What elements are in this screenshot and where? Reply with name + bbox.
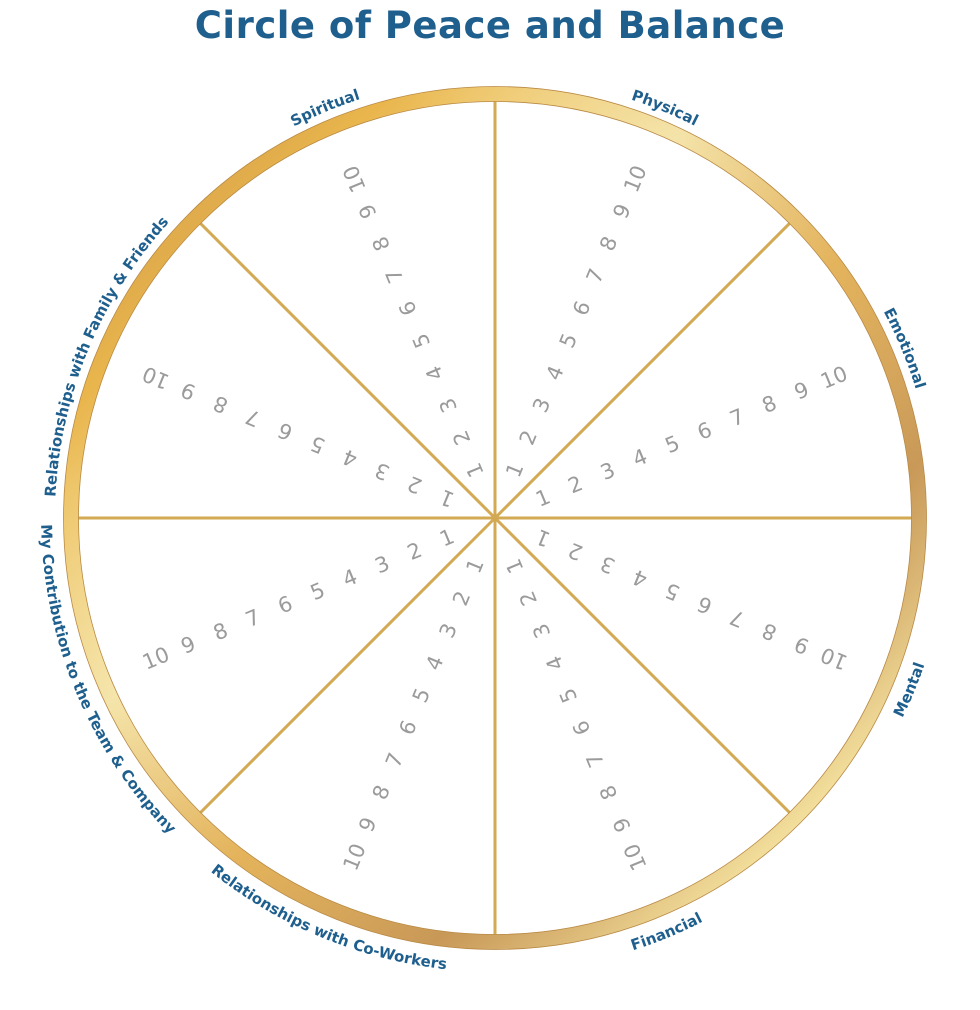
scale-number: 7: [242, 404, 264, 431]
scale-number: 8: [368, 782, 395, 804]
wheel-spokes: [78, 101, 912, 935]
spoke-line: [493, 222, 791, 520]
scale-number: 7: [582, 749, 609, 771]
scale-number: 5: [662, 578, 684, 605]
scale-number: 1: [532, 524, 554, 551]
scale-number: 9: [608, 201, 635, 223]
scale-number: 5: [555, 330, 582, 352]
ring-outline: [63, 86, 927, 950]
scale-number: 6: [694, 417, 716, 444]
scale-number: 5: [662, 431, 684, 458]
scale-number: 2: [515, 427, 542, 449]
scale-number: 3: [597, 551, 619, 578]
scale-number: 6: [394, 717, 421, 739]
scale-number: 9: [354, 201, 381, 223]
scale-number: 7: [582, 265, 609, 287]
scale-number: 10: [139, 361, 173, 393]
scale-number: 7: [242, 605, 264, 632]
scale-number: 1: [461, 555, 488, 577]
scale-number: 9: [178, 377, 200, 404]
scale-number: 8: [595, 782, 622, 804]
scale-number: 4: [629, 444, 651, 471]
scale-number: 4: [421, 362, 448, 384]
scale-number: 2: [404, 471, 426, 498]
scale-number: 10: [619, 840, 651, 874]
scale-number: 9: [608, 814, 635, 836]
scale-number: 9: [791, 631, 813, 658]
scale-number: 8: [210, 618, 232, 645]
scale-number: 2: [565, 538, 587, 565]
scale-number: 4: [541, 652, 568, 674]
scale-number: 7: [381, 265, 408, 287]
scale-number: 3: [597, 458, 619, 485]
label-path: [55, 78, 590, 889]
scale-number: 3: [435, 395, 462, 417]
spoke-line: [199, 222, 497, 520]
spoke-line: [493, 516, 791, 814]
scale-number: 8: [210, 391, 232, 418]
scale-number: 6: [275, 591, 297, 618]
scale-number: 2: [448, 588, 475, 610]
scale-number: 5: [307, 578, 329, 605]
scale-number: 8: [595, 233, 622, 255]
scale-number: 3: [372, 458, 394, 485]
scale-number: 10: [338, 840, 370, 874]
scale-number: 4: [629, 564, 651, 591]
scale-number: 9: [791, 377, 813, 404]
label-path: [41, 420, 878, 972]
scale-number: 2: [448, 427, 475, 449]
label-path: [400, 78, 935, 889]
scale-number: 10: [619, 162, 651, 196]
scale-number: 6: [568, 298, 595, 320]
scale-number: 4: [339, 564, 361, 591]
scale-number: 7: [726, 404, 748, 431]
scale-number: 7: [381, 749, 408, 771]
scale-number: 8: [368, 233, 395, 255]
spoke-line: [199, 516, 497, 814]
scale-number: 4: [339, 444, 361, 471]
page-title: Circle of Peace and Balance: [194, 4, 786, 47]
scale-number: 3: [528, 620, 555, 642]
label-path: [124, 78, 935, 613]
scale-number: 3: [528, 395, 555, 417]
scale-number: 6: [568, 717, 595, 739]
scale-number: 6: [394, 298, 421, 320]
scale-number: 1: [436, 484, 458, 511]
scale-number: 10: [338, 162, 370, 196]
scale-number: 2: [565, 471, 587, 498]
scale-number: 1: [461, 459, 488, 481]
scale-number: 10: [817, 361, 851, 393]
scale-number: 8: [759, 618, 781, 645]
ring-inner-outline: [78, 101, 912, 935]
scale-number: 2: [404, 538, 426, 565]
scale-number: 10: [139, 642, 173, 674]
scale-number: 5: [408, 685, 435, 707]
scale-number: 10: [817, 642, 851, 674]
label-path: [55, 78, 866, 613]
scale-number: 6: [694, 591, 716, 618]
category-label-relationships-with-co-workers: Relationships with Co-Workers: [208, 861, 448, 974]
scale-number: 4: [541, 362, 568, 384]
scale-number: 1: [501, 459, 528, 481]
scale-number: 1: [501, 555, 528, 577]
scale-number: 3: [435, 620, 462, 642]
scale-number: 4: [421, 652, 448, 674]
scale-number: 5: [408, 330, 435, 352]
scale-number: 1: [532, 484, 554, 511]
scale-number: 8: [759, 391, 781, 418]
category-labels: PhysicalEmotionalMentalFinancialRelation…: [37, 78, 949, 974]
scale-number: 9: [178, 631, 200, 658]
scale-number: 3: [372, 551, 394, 578]
label-path: [397, 135, 949, 972]
scale-number: 9: [354, 814, 381, 836]
scale-number: 5: [307, 431, 329, 458]
outer-ring-shade: [63, 86, 927, 950]
scale-number: 1: [436, 524, 458, 551]
scale-number: 6: [275, 417, 297, 444]
scale-number: 5: [555, 685, 582, 707]
scale-number: 7: [726, 605, 748, 632]
scale-number: 2: [515, 588, 542, 610]
